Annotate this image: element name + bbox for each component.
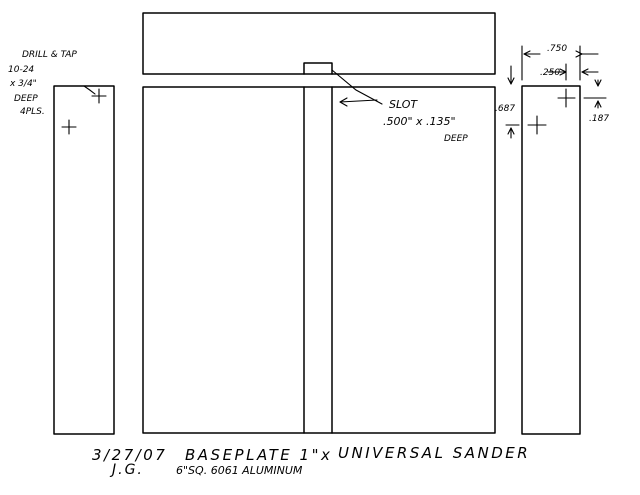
top-view: [142, 12, 496, 75]
right-side-view: [521, 85, 581, 435]
slot-leader-b: [339, 99, 378, 103]
drill-note-line1: DRILL & TAP: [22, 50, 77, 60]
title-material: 6"SQ. 6061 ALUMINUM: [176, 464, 303, 477]
front-view: [142, 86, 496, 434]
slot-note-line1: SLOT: [389, 98, 418, 111]
drill-note-line3: x 3/4": [9, 79, 37, 89]
slot-note-line3: DEEP: [444, 134, 468, 144]
hole-marker: [527, 115, 547, 135]
right-side-outline: [521, 85, 581, 435]
left-side-outline: [53, 85, 115, 435]
title-subject: UNIVERSAL SANDER: [338, 444, 530, 462]
slot-note: SLOT .500" x .135" DEEP: [383, 98, 468, 144]
left-side-view: [53, 85, 115, 435]
slot-arrow: [339, 97, 348, 107]
front-view-outline: [142, 86, 496, 434]
drill-note: DRILL & TAP 10-24 x 3/4" DEEP 4PLS.: [8, 50, 77, 117]
dim-width-label: .750: [547, 44, 567, 54]
title-date: 3/27/07: [92, 446, 167, 464]
title-initials: J.G.: [109, 462, 144, 478]
hole-marker: [91, 88, 107, 104]
title-block: 3/27/07 BASEPLATE 1"x UNIVERSAL SANDER J…: [92, 444, 530, 478]
dim-hole-offset-y-label: .687: [495, 104, 515, 114]
drill-note-line2: 10-24: [8, 65, 34, 75]
dim-hole-offset-x-label: .250: [540, 68, 560, 78]
hole-marker: [557, 88, 576, 108]
slot-leader-a: [331, 69, 383, 105]
slot-note-line2: .500" x .135": [383, 115, 456, 128]
dim-hole-edge-label: .187: [589, 114, 609, 124]
hole-marker: [61, 119, 77, 135]
title-part-name: BASEPLATE 1"x: [185, 446, 332, 464]
drill-note-line5: 4PLS.: [20, 107, 45, 117]
drill-note-line4: DEEP: [14, 94, 38, 104]
dimension-lines: [505, 45, 607, 139]
top-view-outline: [142, 12, 496, 75]
drill-leader: [83, 85, 96, 95]
top-view-slot: [303, 62, 333, 75]
